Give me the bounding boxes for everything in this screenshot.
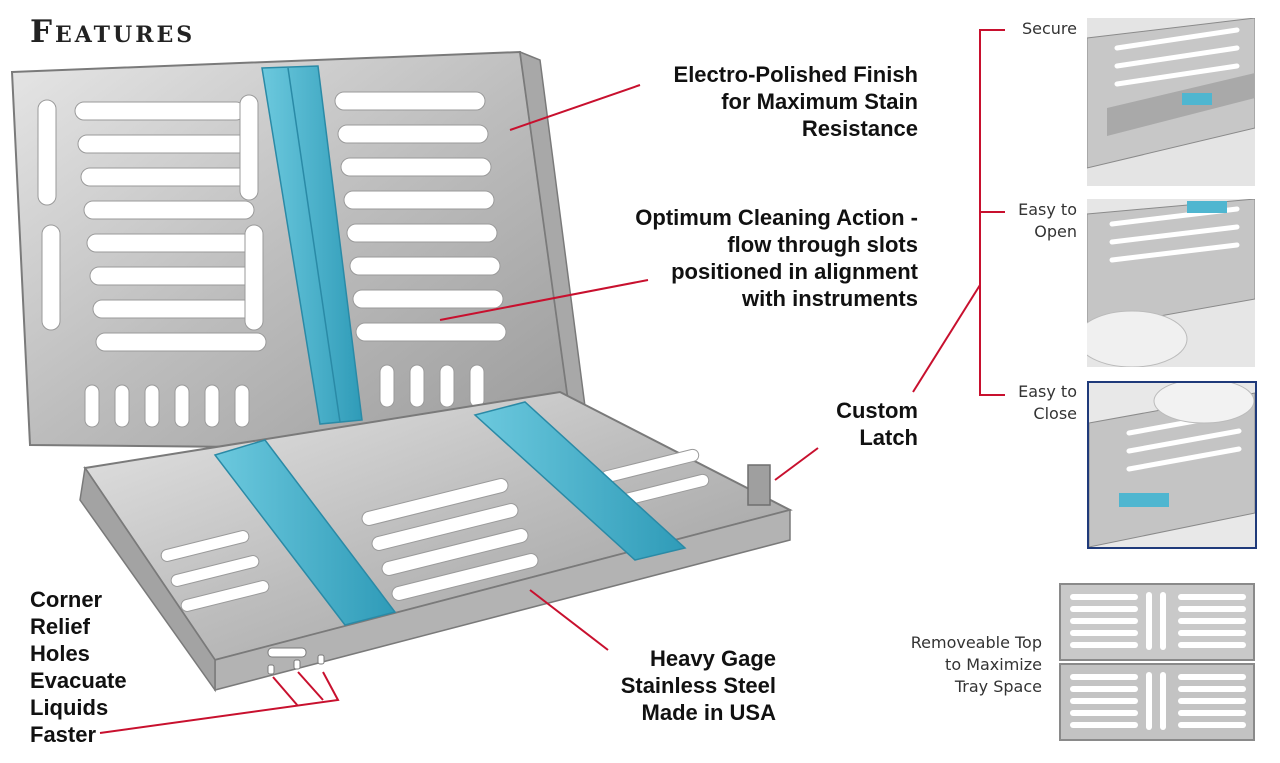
callout-line: for Maximum Stain [721,89,918,114]
callout-line: Electro-Polished Finish [673,62,918,87]
callout-line: Corner [30,587,103,612]
label-easy-open: Easy to Open [975,199,1077,243]
label-easy-close: Easy to Close [975,381,1077,425]
label-line: Easy to [1018,382,1077,401]
latch-detail [747,464,771,506]
callout-line: Stainless Steel [620,673,776,698]
photo-removeable-trays [1058,582,1258,742]
tray-lid [10,50,591,452]
callout-line: Holes [30,641,90,666]
label-line: Secure [1021,19,1077,38]
callout-line: Made in USA [641,700,776,725]
callout-line: Faster [30,722,97,747]
leader-lines [99,29,1005,734]
label-removeable-top: Removeable Top to Maximize Tray Space [880,632,1042,698]
callout-electro-polished: Electro-Polished Finish for Maximum Stai… [600,61,918,142]
label-line: Close [1033,404,1077,423]
callout-line: Relief [30,614,90,639]
tray-base [79,390,793,693]
photo-latch-open [1087,199,1255,367]
label-line: Easy to [1018,200,1077,219]
photo-latch-close [1087,381,1257,549]
callout-line: flow through slots [727,232,918,257]
callout-line: positioned in alignment [671,259,918,284]
label-line: Tray Space [954,677,1042,696]
callout-line: Heavy Gage [650,646,776,671]
label-line: Open [1034,222,1077,241]
label-line: Removeable Top [910,633,1042,652]
callout-custom-latch: Custom Latch [800,397,918,451]
photo-latch-secure [1087,18,1255,186]
callout-corner-relief: Corner Relief Holes Evacuate Liquids Fas… [30,586,170,748]
callout-line: with instruments [741,286,918,311]
callout-line: Resistance [801,116,918,141]
page-title: Features [30,14,196,50]
callout-line: Custom [836,398,918,423]
callout-line: Evacuate [30,668,127,693]
callout-line: Latch [859,425,918,450]
callout-cleaning-action: Optimum Cleaning Action - flow through s… [600,204,918,312]
callout-heavy-gage: Heavy Gage Stainless Steel Made in USA [560,645,776,726]
callout-line: Liquids [30,695,109,720]
label-secure: Secure [975,18,1077,40]
label-line: to Maximize [945,655,1042,674]
callout-line: Optimum Cleaning Action - [635,205,918,230]
